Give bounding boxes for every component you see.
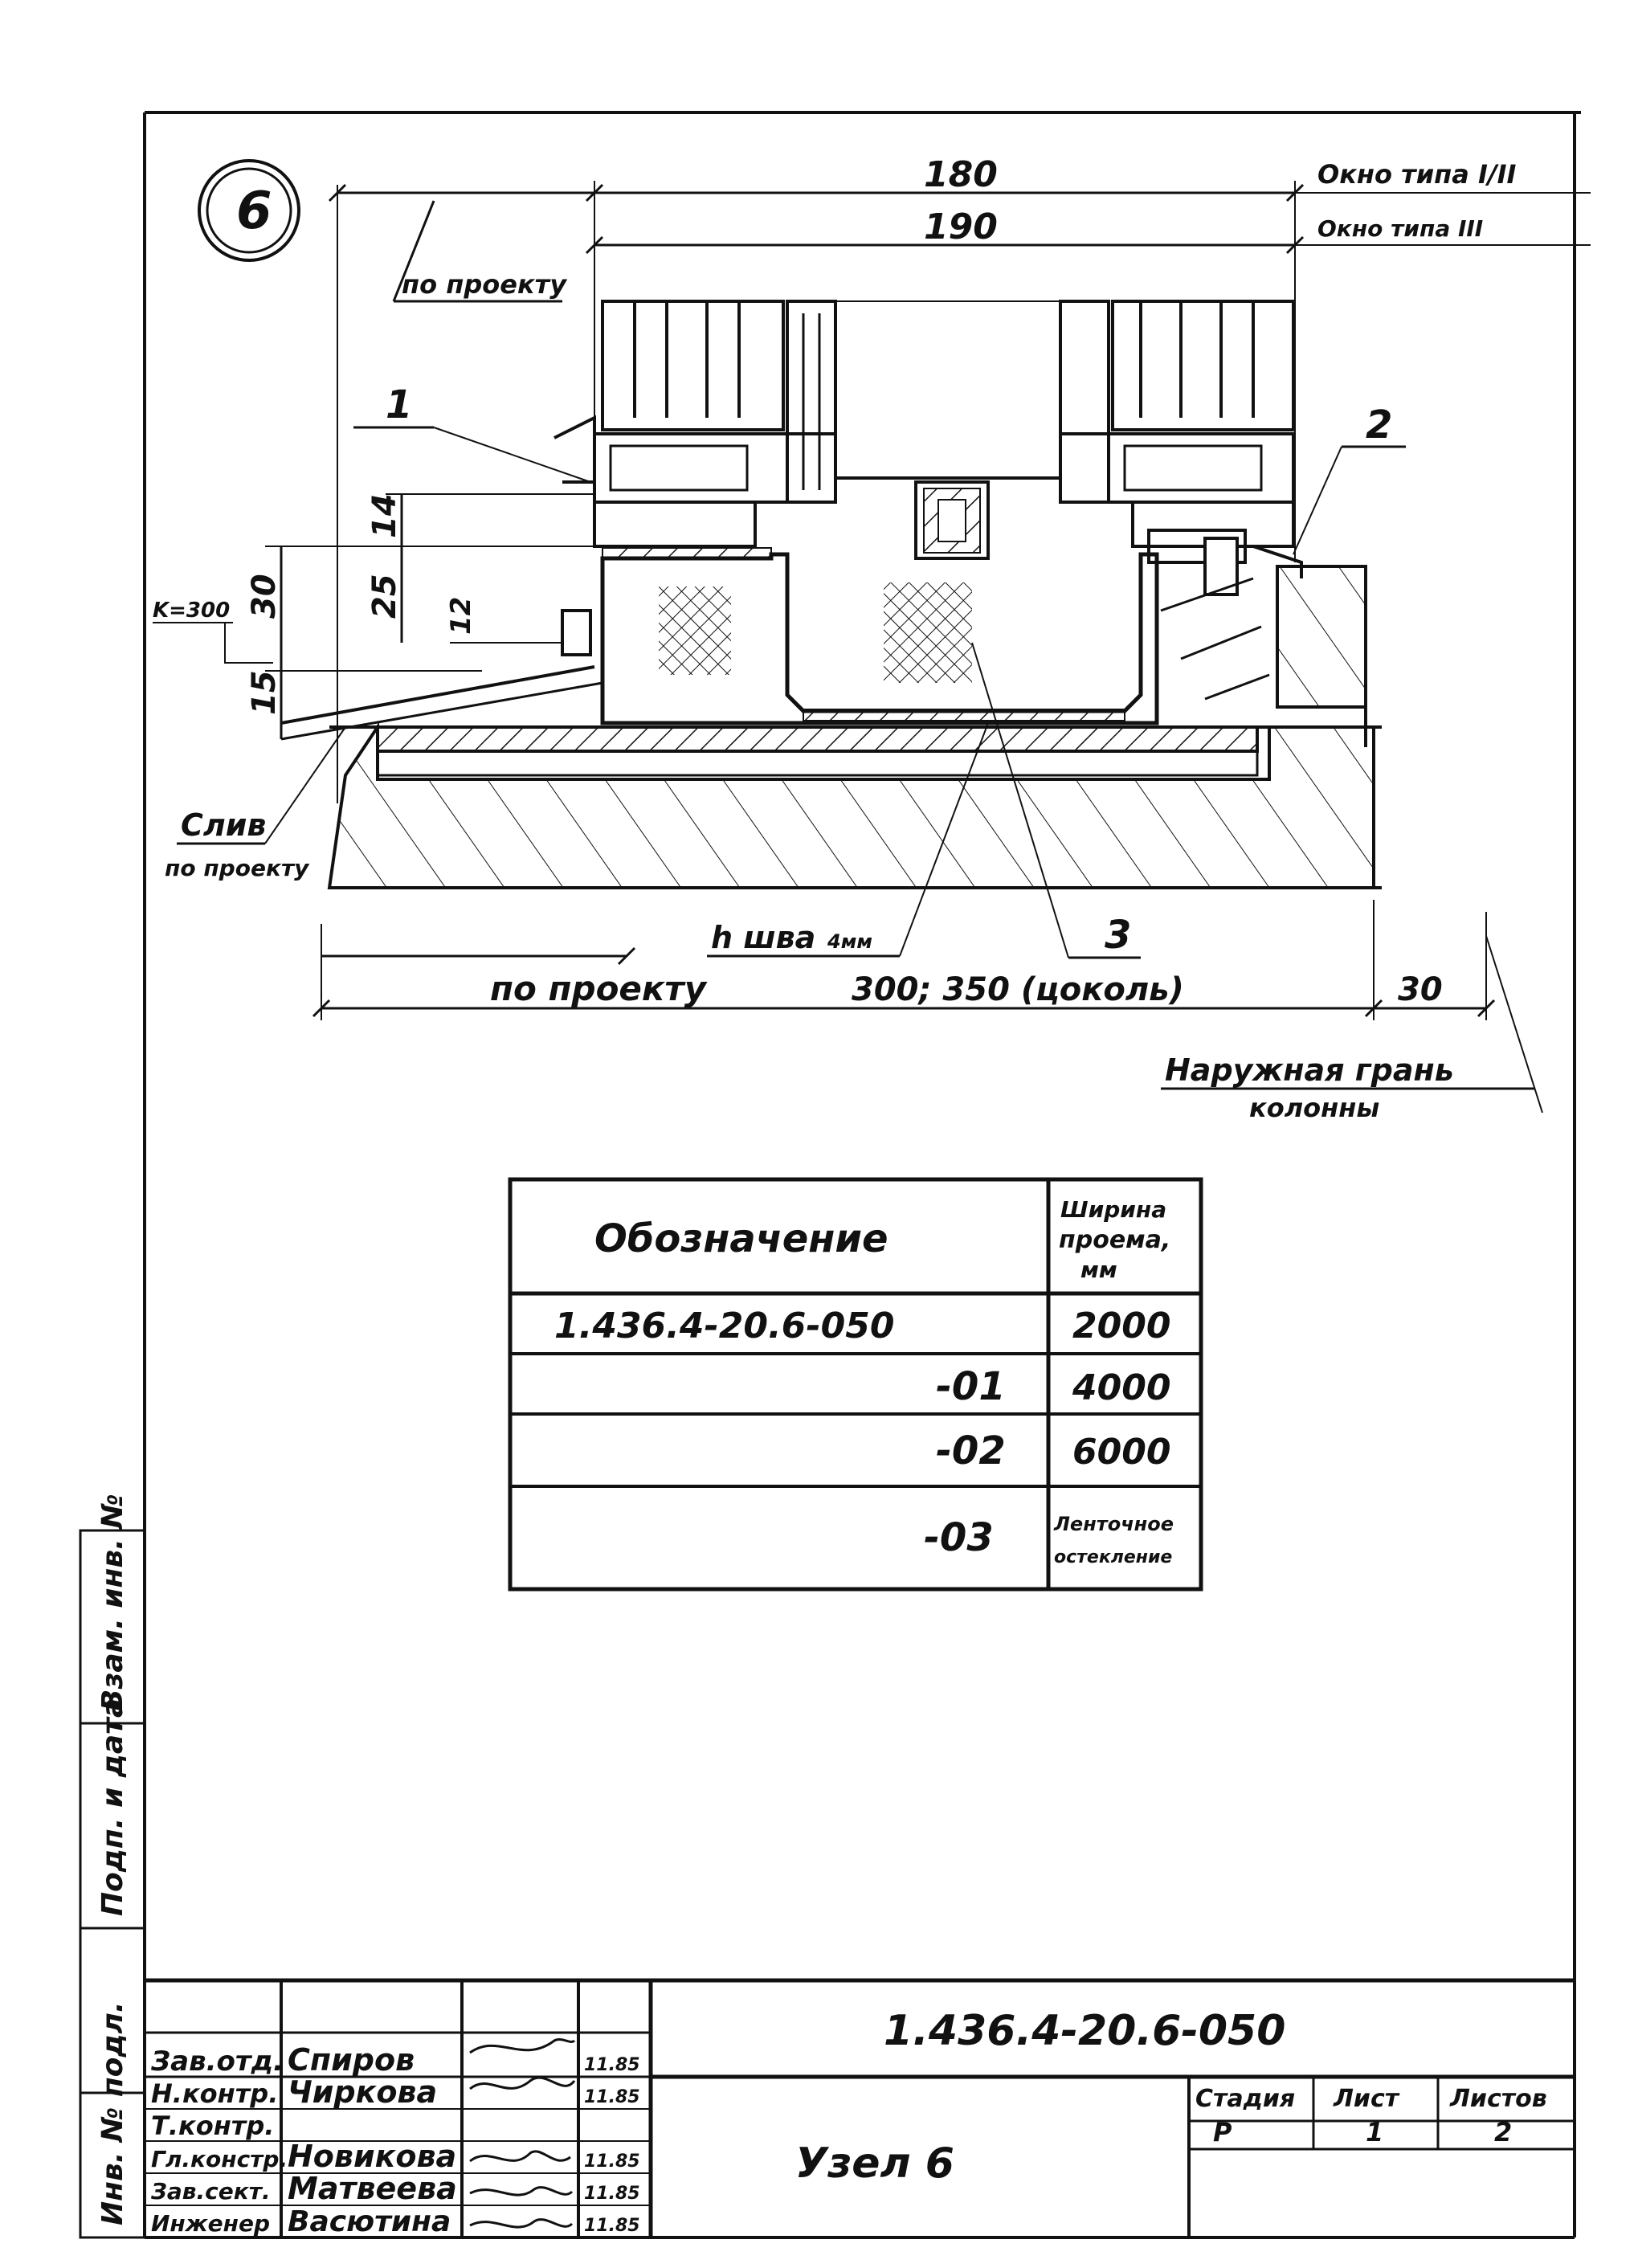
drain-note: по проекту [165,855,310,881]
level-mark: K=300 [153,599,230,623]
left-margin-strip: Взам. инв. № Подп. и дата Инв. № подл. [79,1494,146,2239]
bottom-by-project: по проекту [490,969,708,1008]
seam-height: h шва [711,920,815,955]
drain-label: Слив [181,807,266,843]
sheets-value: 2 [1494,2117,1512,2147]
table-header-width-2: проема, [1059,1226,1170,1254]
staff-3-date: 11.85 [584,2152,640,2172]
margin-replaces-inv: Взам. инв. № [96,1494,129,1711]
seam-height-value: 4мм [827,930,872,953]
margin-sign-date: Подп. и дата [96,1698,129,1916]
staff-0-date: 11.85 [584,2055,640,2075]
sheet-value: 1 [1366,2117,1383,2147]
table-row-0-designation: 1.436.4-20.6-050 [554,1306,894,1346]
table-header-width-3: мм [1080,1257,1117,1283]
left-dimensions: 14 25 30 12 15 K=300 [153,493,594,739]
callout-2: 2 [1366,403,1392,447]
staff-3-role: Гл.констр. [151,2146,288,2172]
table-row-3-width-1: Ленточное [1053,1513,1174,1535]
staff-0-role: Зав.отд. [150,2045,284,2078]
steel-channel [600,547,1159,725]
staff-4-name: Матвеева [288,2171,457,2206]
dim-25: 25 [366,574,403,619]
dim-180: 180 [924,154,998,195]
margin-inv-orig: Инв. № подл. [96,2001,129,2225]
dim-190: 190 [924,206,998,247]
slab-foundation [280,665,1382,889]
window-type-2: Окно типа III [1317,215,1483,242]
window-type-1: Окно типа I/II [1317,159,1516,190]
table-header-designation: Обозначение [594,1216,888,1261]
bottom-plinth: 300; 350 (цоколь) [852,971,1184,1008]
doc-code: 1.436.4-20.6-050 [884,2007,1285,2055]
staff-4-date: 11.85 [584,2184,640,2204]
staff-3-name: Новикова [288,2139,456,2174]
table-row-2-width: 6000 [1072,1432,1170,1473]
by-project-top: по проекту [402,269,567,300]
bottom-dimensions: h шва 4мм по проекту 300; 350 (цоколь) 3… [312,722,1543,1123]
staff-1-name: Чиркова [288,2074,437,2110]
staff-rows: Зав.отд. Спиров 11.85 Н.контр. Чиркова 1… [150,2042,640,2238]
outer-face-line2: колонны [1249,1093,1379,1123]
table-row-1-designation: -01 [936,1364,1006,1409]
window-frame-profiles [553,300,1295,656]
top-dimensions: 180 190 Окно типа I/II Окно типа III по … [328,154,1591,803]
table-row-0-width: 2000 [1072,1306,1170,1346]
node-number-badge: 6 [198,159,300,262]
table-row-3-width-2: остекление [1054,1547,1172,1567]
dim-30: 30 [246,574,283,619]
staff-2-role: Т.контр. [151,2111,274,2141]
staff-4-role: Зав.сект. [150,2178,271,2205]
bottom-30: 30 [1398,971,1443,1008]
outer-face-line1: Наружная грань [1165,1052,1454,1088]
table-header-width-1: Ширина [1060,1196,1166,1223]
drawing-title: Узел 6 [795,2139,954,2188]
dim-14: 14 [366,493,403,538]
table-row-1-width: 4000 [1072,1367,1170,1408]
table-row-2-designation: -02 [936,1428,1006,1473]
signatures [469,2038,576,2229]
staff-1-role: Н.контр. [151,2078,278,2109]
table-row-3-designation: -03 [924,1515,994,1560]
callout-3: 3 [1105,913,1131,958]
sheets-label: Листов [1449,2085,1547,2113]
node-number: 6 [236,182,272,241]
dim-12: 12 [445,597,477,635]
callout-1: 1 [386,382,412,427]
staff-5-date: 11.85 [584,2216,640,2236]
callouts: 1 2 3 Слив по проекту [165,382,1406,959]
sheet-label: Лист [1333,2085,1400,2113]
dim-15: 15 [246,670,283,715]
staff-5-name: Васютина [288,2205,451,2238]
staff-1-date: 11.85 [584,2087,640,2107]
staff-5-role: Инженер [151,2210,270,2237]
title-block: 1.436.4-20.6-050 Узел 6 Стадия Лист Лист… [145,1978,1575,2238]
stage-label: Стадия [1195,2085,1295,2113]
staff-0-name: Спиров [288,2042,415,2078]
stage-value: Р [1213,2117,1232,2147]
right-wall-block [1147,529,1367,747]
spec-table: Обозначение Ширина проема, мм 1.436.4-20… [508,1177,1203,1592]
